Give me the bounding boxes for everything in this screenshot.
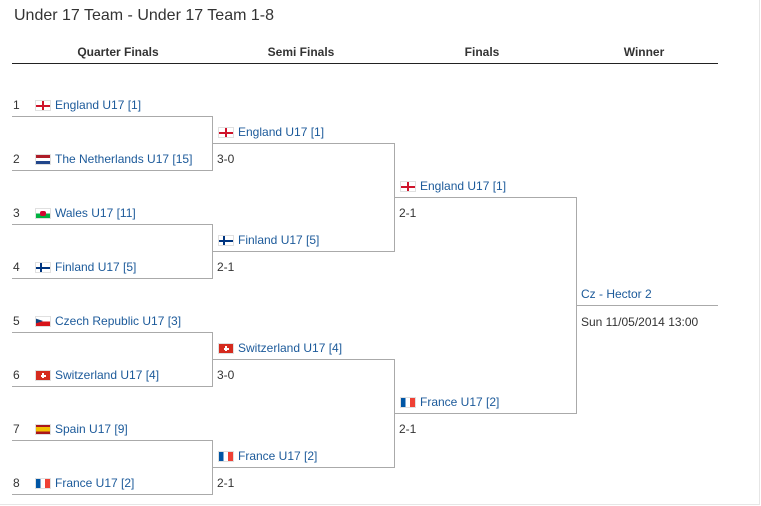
final-team-france[interactable]: France U17 [2]: [401, 395, 499, 409]
sf-team-england[interactable]: England U17 [1]: [219, 125, 324, 139]
header-quarter-finals: Quarter Finals: [77, 45, 159, 59]
seed-number: 4: [13, 260, 20, 274]
seed-number: 3: [13, 206, 20, 220]
england-flag-icon: [219, 128, 233, 137]
bracket-line: [212, 224, 213, 278]
team-link[interactable]: England U17 [1]: [55, 98, 142, 112]
seed-number: 6: [13, 368, 20, 382]
bracket-line: [576, 197, 577, 413]
france-flag-icon: [219, 452, 233, 461]
team-link[interactable]: Czech Republic U17 [3]: [55, 314, 182, 328]
bracket-line: [395, 197, 577, 198]
spain-flag-icon: [36, 425, 50, 434]
qf-team-england[interactable]: England U17 [1]: [36, 98, 141, 112]
bracket-line: [213, 467, 395, 468]
team-link[interactable]: The Netherlands U17 [15]: [55, 152, 193, 166]
qf-team-france[interactable]: France U17 [2]: [36, 476, 134, 490]
switzerland-flag-icon: [219, 344, 233, 353]
match-score: 3-0: [217, 368, 235, 382]
sf-team-switzerland[interactable]: Switzerland U17 [4]: [219, 341, 342, 355]
bracket-line: [12, 494, 213, 495]
england-flag-icon: [401, 182, 415, 191]
bracket-line: [394, 143, 395, 251]
team-link[interactable]: England U17 [1]: [420, 179, 507, 193]
bracket-line: [395, 413, 577, 414]
bracket-line: [577, 305, 718, 306]
team-link[interactable]: France U17 [2]: [420, 395, 500, 409]
match-datetime: Sun 11/05/2014 13:00: [581, 315, 699, 329]
team-link[interactable]: France U17 [2]: [55, 476, 135, 490]
netherlands-flag-icon: [36, 155, 50, 164]
team-link[interactable]: Finland U17 [5]: [55, 260, 137, 274]
switzerland-flag-icon: [36, 371, 50, 380]
header-finals: Finals: [464, 45, 500, 59]
bracket-line: [12, 440, 213, 441]
france-flag-icon: [401, 398, 415, 407]
sf-team-finland[interactable]: Finland U17 [5]: [219, 233, 319, 247]
czech-flag-icon: [36, 317, 50, 326]
bracket-line: [12, 332, 213, 333]
team-link[interactable]: Switzerland U17 [4]: [238, 341, 343, 355]
seed-number: 2: [13, 152, 20, 166]
header-winner: Winner: [623, 45, 665, 59]
bracket-line: [12, 278, 213, 279]
team-link[interactable]: Finland U17 [5]: [238, 233, 320, 247]
bracket-line: [213, 359, 395, 360]
seed-number: 7: [13, 422, 20, 436]
finland-flag-icon: [36, 263, 50, 272]
match-score: 3-0: [217, 152, 235, 166]
france-flag-icon: [36, 479, 50, 488]
bracket-line: [12, 224, 213, 225]
team-link[interactable]: England U17 [1]: [238, 125, 325, 139]
team-link[interactable]: Spain U17 [9]: [55, 422, 128, 436]
qf-team-spain[interactable]: Spain U17 [9]: [36, 422, 128, 436]
bracket-line: [12, 170, 213, 171]
page-title: Under 17 Team - Under 17 Team 1-8: [14, 7, 274, 24]
qf-team-netherlands[interactable]: The Netherlands U17 [15]: [36, 152, 192, 166]
seed-number: 5: [13, 314, 20, 328]
team-link[interactable]: France U17 [2]: [238, 449, 318, 463]
match-score: 2-1: [399, 422, 417, 436]
qf-team-finland[interactable]: Finland U17 [5]: [36, 260, 136, 274]
match-score: 2-1: [399, 206, 417, 220]
bracket-line: [12, 386, 213, 387]
team-link[interactable]: Switzerland U17 [4]: [55, 368, 160, 382]
final-team-england[interactable]: England U17 [1]: [401, 179, 506, 193]
bracket-line: [213, 143, 395, 144]
qf-team-czech-republic[interactable]: Czech Republic U17 [3]: [36, 314, 181, 328]
winner-venue-link[interactable]: Cz - Hector 2: [581, 287, 652, 301]
wales-flag-icon: [36, 209, 50, 218]
bracket-line: [212, 332, 213, 386]
qf-team-switzerland[interactable]: Switzerland U17 [4]: [36, 368, 159, 382]
qf-team-wales[interactable]: Wales U17 [11]: [36, 206, 136, 220]
match-score: 2-1: [217, 476, 235, 490]
match-score: 2-1: [217, 260, 235, 274]
finland-flag-icon: [219, 236, 233, 245]
sf-team-france[interactable]: France U17 [2]: [219, 449, 317, 463]
bracket-line: [213, 251, 395, 252]
bracket-line: [212, 116, 213, 170]
bracket-line: [212, 440, 213, 494]
header-divider: [12, 63, 718, 64]
england-flag-icon: [36, 101, 50, 110]
bracket-line: [394, 359, 395, 467]
bracket-line: [12, 116, 213, 117]
header-semi-finals: Semi Finals: [267, 45, 335, 59]
seed-number: 8: [13, 476, 20, 490]
team-link[interactable]: Wales U17 [11]: [55, 206, 136, 220]
seed-number: 1: [13, 98, 20, 112]
